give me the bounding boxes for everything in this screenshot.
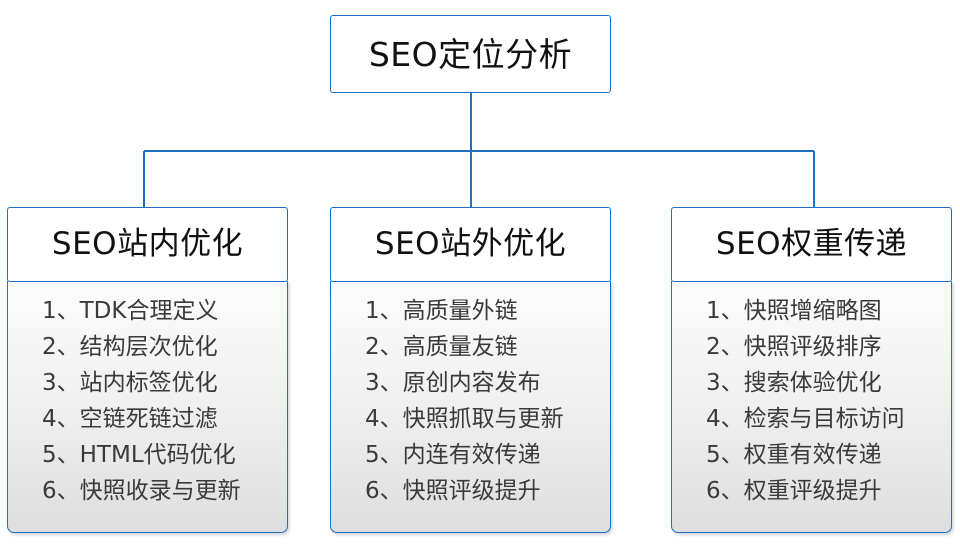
branch-body-2: 1、高质量外链 2、高质量友链 3、原创内容发布 4、快照抓取与更新 5、内连有… — [330, 281, 611, 533]
branch-title-3: SEO权重传递 — [715, 226, 908, 262]
list-item: 4、检索与目标访问 — [706, 406, 905, 432]
list-item: 5、HTML代码优化 — [42, 442, 236, 468]
branch-column-1: SEO站内优化 1、TDK合理定义 2、结构层次优化 3、站内标签优化 4、空链… — [7, 207, 288, 533]
branch-body-3: 1、快照增缩略图 2、快照评级排序 3、搜索体验优化 4、检索与目标访问 5、权… — [671, 281, 952, 533]
branch-list-2: 1、高质量外链 2、高质量友链 3、原创内容发布 4、快照抓取与更新 5、内连有… — [331, 293, 564, 509]
list-item: 3、站内标签优化 — [42, 370, 218, 396]
list-item: 1、快照增缩略图 — [706, 298, 882, 324]
list-item: 6、快照收录与更新 — [42, 478, 241, 504]
branch-list-1: 1、TDK合理定义 2、结构层次优化 3、站内标签优化 4、空链死链过滤 5、H… — [8, 293, 241, 509]
list-item: 6、权重评级提升 — [706, 478, 882, 504]
root-node[interactable]: SEO定位分析 — [330, 15, 611, 93]
branch-column-3: SEO权重传递 1、快照增缩略图 2、快照评级排序 3、搜索体验优化 4、检索与… — [671, 207, 952, 533]
list-item: 2、快照评级排序 — [706, 334, 882, 360]
list-item: 2、高质量友链 — [365, 334, 518, 360]
list-item: 3、原创内容发布 — [365, 370, 541, 396]
branch-list-3: 1、快照增缩略图 2、快照评级排序 3、搜索体验优化 4、检索与目标访问 5、权… — [672, 293, 905, 509]
branch-column-2: SEO站外优化 1、高质量外链 2、高质量友链 3、原创内容发布 4、快照抓取与… — [330, 207, 611, 533]
list-item: 2、结构层次优化 — [42, 334, 218, 360]
list-item: 5、权重有效传递 — [706, 442, 882, 468]
list-item: 1、TDK合理定义 — [42, 298, 219, 324]
list-item: 1、高质量外链 — [365, 298, 518, 324]
branch-header-3[interactable]: SEO权重传递 — [671, 207, 952, 282]
root-node-label: SEO定位分析 — [368, 34, 573, 74]
branch-title-1: SEO站内优化 — [51, 226, 244, 262]
branch-header-1[interactable]: SEO站内优化 — [7, 207, 288, 282]
list-item: 5、内连有效传递 — [365, 442, 541, 468]
list-item: 6、快照评级提升 — [365, 478, 541, 504]
list-item: 4、快照抓取与更新 — [365, 406, 564, 432]
branch-title-2: SEO站外优化 — [374, 226, 567, 262]
branch-header-2[interactable]: SEO站外优化 — [330, 207, 611, 282]
list-item: 4、空链死链过滤 — [42, 406, 218, 432]
branch-body-1: 1、TDK合理定义 2、结构层次优化 3、站内标签优化 4、空链死链过滤 5、H… — [7, 281, 288, 533]
list-item: 3、搜索体验优化 — [706, 370, 882, 396]
